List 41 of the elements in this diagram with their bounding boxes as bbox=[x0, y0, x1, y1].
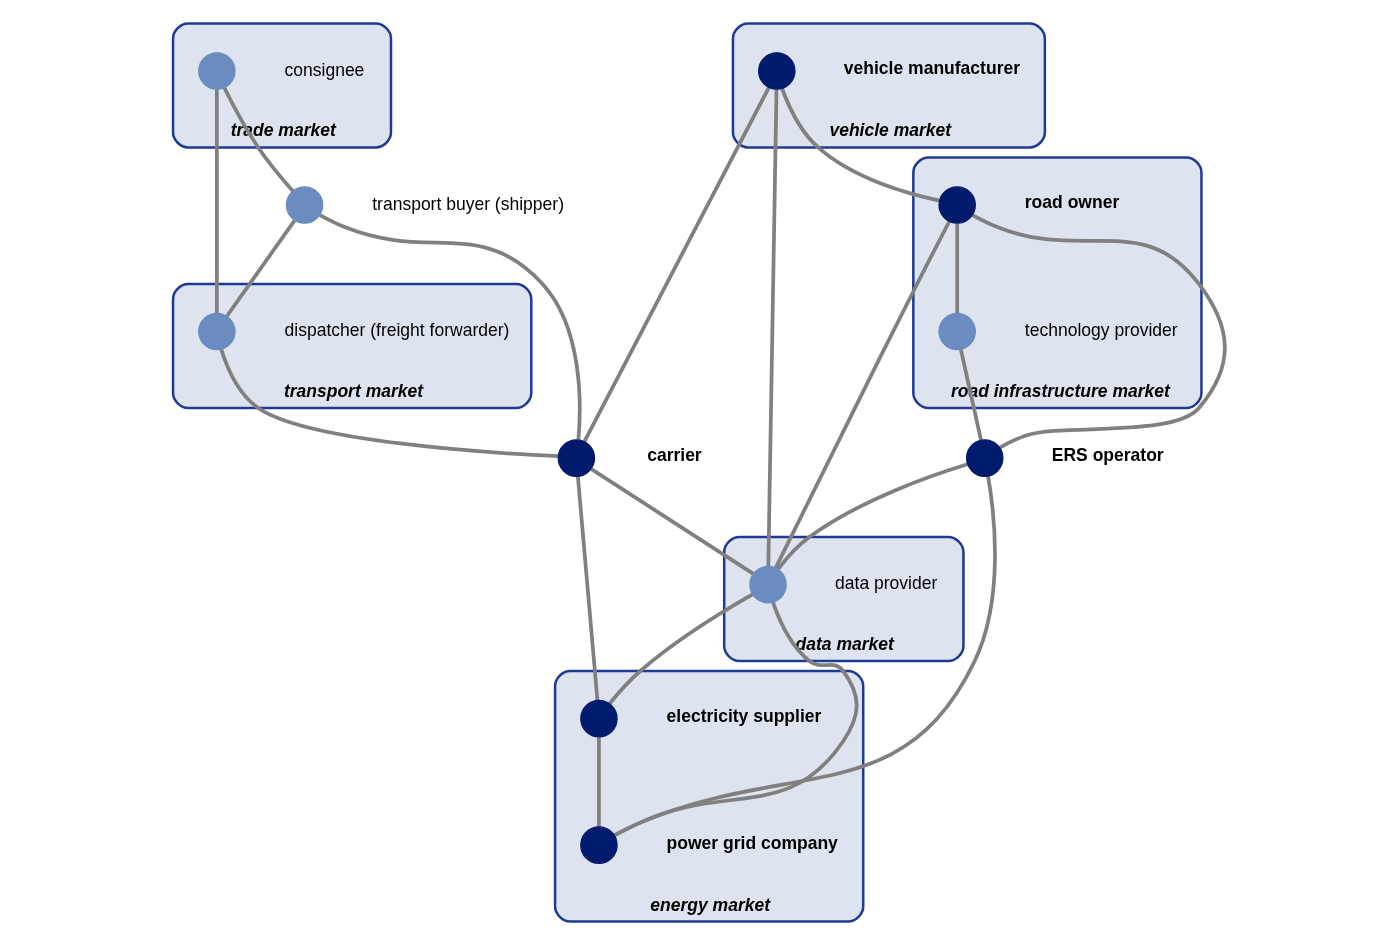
node-label: consignee bbox=[284, 59, 365, 80]
connector bbox=[597, 737, 601, 827]
node-circle bbox=[198, 312, 236, 351]
connector bbox=[955, 223, 960, 314]
connector bbox=[780, 88, 940, 203]
connector bbox=[773, 220, 951, 569]
node-circle bbox=[758, 52, 796, 90]
node-label: road owner bbox=[1024, 192, 1120, 213]
node-label: carrier bbox=[647, 445, 702, 466]
node-label: power grid company bbox=[666, 832, 838, 853]
connector bbox=[959, 349, 983, 441]
node-label: vehicle manufacturer bbox=[843, 58, 1021, 79]
node-label: technology provider bbox=[1024, 320, 1178, 341]
node-circle bbox=[938, 186, 976, 224]
node-circle bbox=[749, 565, 787, 604]
connector bbox=[582, 86, 771, 443]
connector bbox=[222, 86, 295, 193]
node-label: dispatcher (freight forwarder) bbox=[284, 320, 510, 341]
connector bbox=[225, 219, 297, 318]
node-circle bbox=[580, 699, 618, 738]
node-circle bbox=[938, 312, 976, 351]
node-circle bbox=[965, 439, 1004, 477]
node-label: ERS operator bbox=[1051, 445, 1164, 466]
connector bbox=[590, 467, 755, 576]
node-label: electricity supplier bbox=[666, 706, 822, 727]
connector bbox=[219, 348, 559, 458]
connector bbox=[776, 462, 969, 571]
connector bbox=[613, 601, 859, 838]
connector bbox=[215, 89, 219, 314]
connector bbox=[613, 475, 997, 837]
connector bbox=[766, 89, 779, 567]
connector bbox=[971, 213, 1227, 450]
node-label: transport buyer (shipper) bbox=[372, 193, 564, 214]
node-circle bbox=[557, 439, 596, 477]
connector bbox=[576, 476, 600, 701]
node-circle bbox=[580, 826, 618, 864]
connector bbox=[319, 213, 582, 440]
node-circle bbox=[285, 186, 324, 224]
node-circle bbox=[198, 52, 236, 90]
connector bbox=[608, 592, 754, 705]
node-label: data provider bbox=[835, 573, 938, 594]
